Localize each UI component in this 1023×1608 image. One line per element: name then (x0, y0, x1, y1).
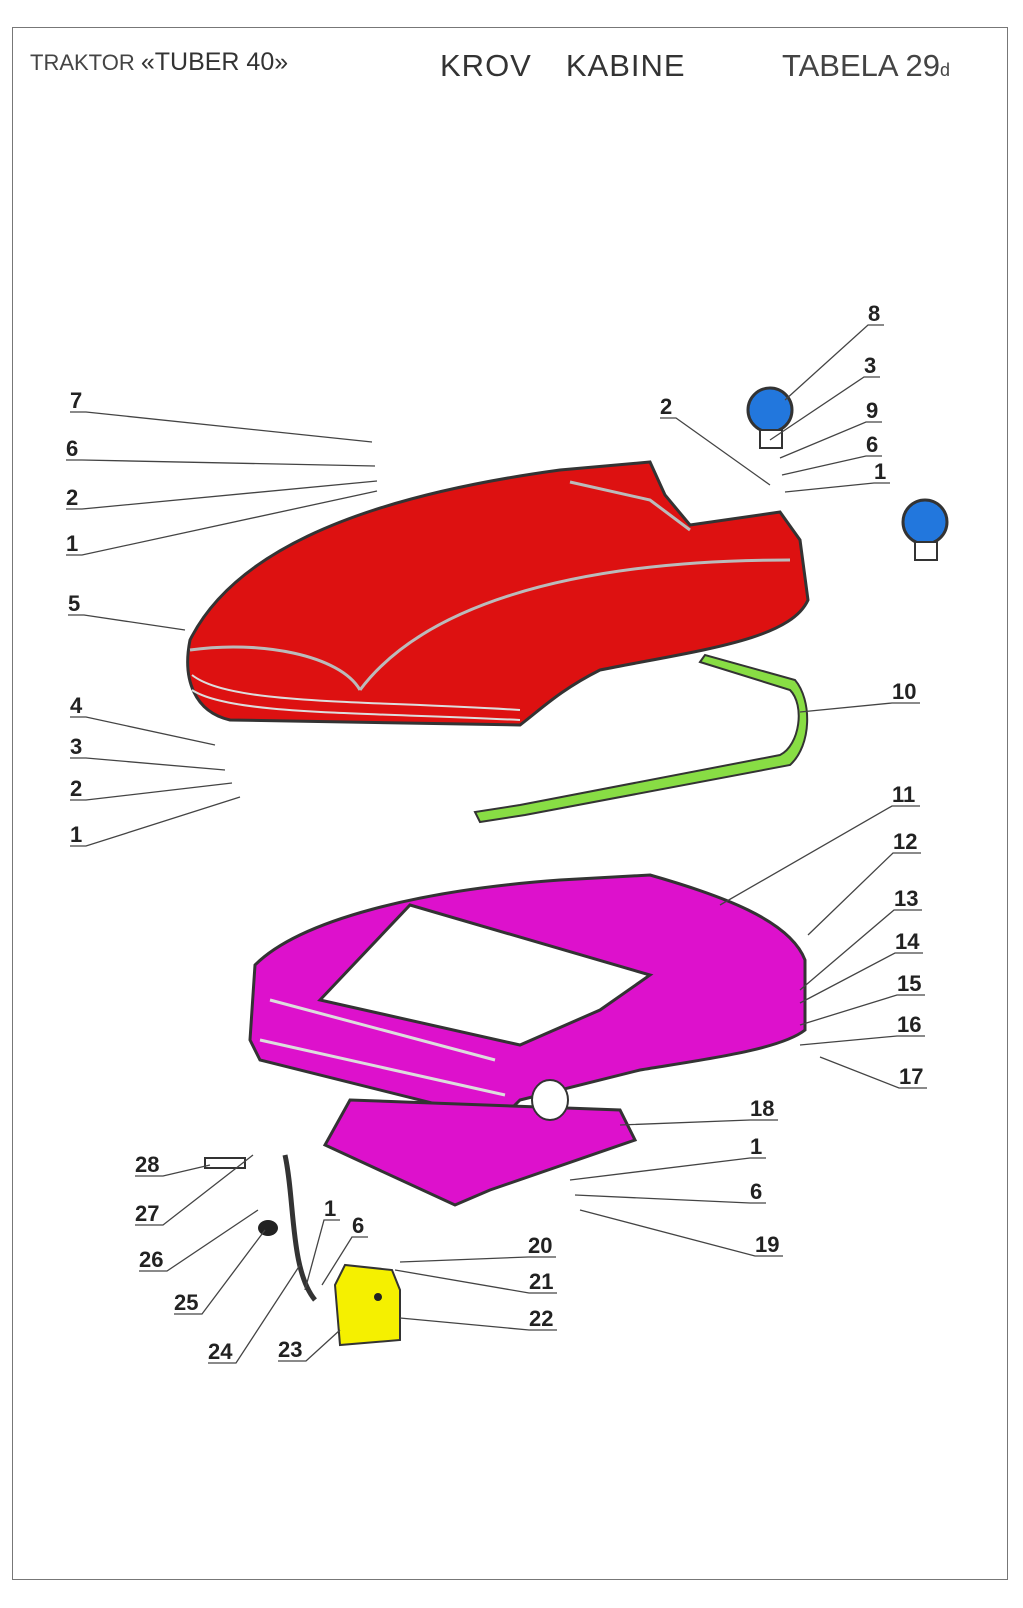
section-word-1: KROV (440, 48, 532, 83)
part-callout-2: 2 (70, 776, 82, 801)
section-title: KROV KABINE (440, 48, 686, 84)
nozzle (204, 1157, 246, 1169)
callout-leader-line (781, 455, 882, 476)
part-callout-13: 13 (894, 886, 918, 911)
part-callout-15: 15 (897, 971, 921, 996)
part-callout-10: 10 (892, 679, 916, 704)
table-suffix: d (939, 60, 950, 80)
part-callout-6: 6 (352, 1213, 364, 1238)
part-callout-22: 22 (529, 1306, 553, 1331)
part-callout-8: 8 (868, 301, 880, 326)
part-callout-27: 27 (135, 1201, 159, 1226)
callout-leader-line (799, 1035, 925, 1046)
callout-leader-line (619, 1119, 778, 1126)
part-callout-2: 2 (66, 485, 78, 510)
part-callout-4: 4 (70, 693, 83, 718)
part-callout-18: 18 (750, 1096, 774, 1121)
part-callout-16: 16 (897, 1012, 921, 1037)
part-callout-28: 28 (135, 1152, 159, 1177)
section-word-2: KABINE (565, 48, 686, 83)
model-prefix: TRAKTOR (30, 50, 135, 75)
part-callout-25: 25 (174, 1290, 198, 1315)
callout-leader-line (574, 1194, 766, 1204)
callout-leader-line (66, 480, 378, 510)
grommet (258, 1220, 278, 1236)
work-lamp-1 (746, 386, 794, 449)
part-callout-11: 11 (892, 782, 915, 807)
callout-leader-line (719, 805, 920, 906)
part-callout-24: 24 (208, 1339, 233, 1364)
part-callout-12: 12 (893, 829, 917, 854)
part-callout-6: 6 (866, 432, 878, 457)
callout-leader-line (784, 324, 884, 401)
part-callout-20: 20 (528, 1233, 552, 1258)
callout-leader-line (660, 417, 771, 486)
part-callout-6: 6 (750, 1179, 762, 1204)
part-callout-6: 6 (66, 436, 78, 461)
part-callout-2: 2 (660, 394, 672, 419)
callout-leader-line (569, 1157, 766, 1181)
callout-leader-line (70, 757, 226, 771)
callout-leader-line (68, 614, 186, 631)
callout-leader-line (174, 1229, 266, 1315)
callout-leader-line (799, 909, 922, 991)
part-callout-19: 19 (755, 1232, 779, 1257)
part-callout-1: 1 (874, 459, 886, 484)
callout-leader-line (399, 1317, 557, 1331)
cabin-roof (186, 460, 810, 727)
callout-leader-line (70, 782, 233, 801)
callout-leader-line (819, 1056, 927, 1089)
callout-leader-line (799, 994, 925, 1026)
callout-leader-line (304, 1219, 340, 1291)
roof-seal (473, 653, 809, 824)
callout-leader-line (769, 376, 880, 441)
part-callout-3: 3 (70, 734, 82, 759)
callout-leader-line (807, 852, 921, 936)
callout-leader-line (779, 421, 882, 459)
part-callout-1: 1 (66, 531, 78, 556)
callout-leader-line (208, 1264, 301, 1364)
part-callout-17: 17 (899, 1064, 923, 1089)
part-callout-26: 26 (139, 1247, 163, 1272)
part-callout-1: 1 (324, 1196, 336, 1221)
page-frame (12, 27, 1008, 1580)
callout-leader-line (66, 490, 378, 556)
part-callout-14: 14 (895, 929, 920, 954)
callout-leader-line (321, 1236, 368, 1286)
callout-leader-line (70, 411, 373, 443)
table-number: TABELA 29d (782, 48, 950, 84)
callout-leader-line (799, 952, 923, 1004)
part-callout-1: 1 (70, 822, 82, 847)
cabin-frame (248, 873, 807, 1207)
part-callout-9: 9 (866, 398, 878, 423)
part-callout-5: 5 (68, 591, 80, 616)
callout-leader-line (135, 1154, 254, 1226)
callout-leader-line (784, 482, 890, 493)
part-callout-7: 7 (70, 388, 82, 413)
callout-leader-line (399, 1256, 556, 1263)
callout-leader-line (70, 796, 241, 847)
callout-leader-line (139, 1209, 259, 1272)
callout-leader-line (579, 1209, 783, 1257)
callout-leader-line (66, 459, 376, 467)
callout-leader-line (799, 702, 920, 713)
callout-leader-line (278, 1329, 341, 1362)
washer-fluid-tank (333, 1263, 401, 1347)
model-title: TRAKTOR «TUBER 40» (30, 48, 288, 77)
part-callout-3: 3 (864, 353, 876, 378)
part-callout-23: 23 (278, 1337, 302, 1362)
part-callout-21: 21 (529, 1269, 553, 1294)
part-callout-1: 1 (750, 1134, 762, 1159)
table-label: TABELA 29 (782, 48, 940, 83)
callout-leader-line (394, 1269, 557, 1294)
work-lamp-2 (901, 498, 949, 561)
washer-hose (282, 1154, 317, 1302)
callout-leader-line (70, 716, 216, 746)
callout-leader-line (135, 1164, 211, 1177)
model-name: «TUBER 40» (140, 48, 289, 76)
